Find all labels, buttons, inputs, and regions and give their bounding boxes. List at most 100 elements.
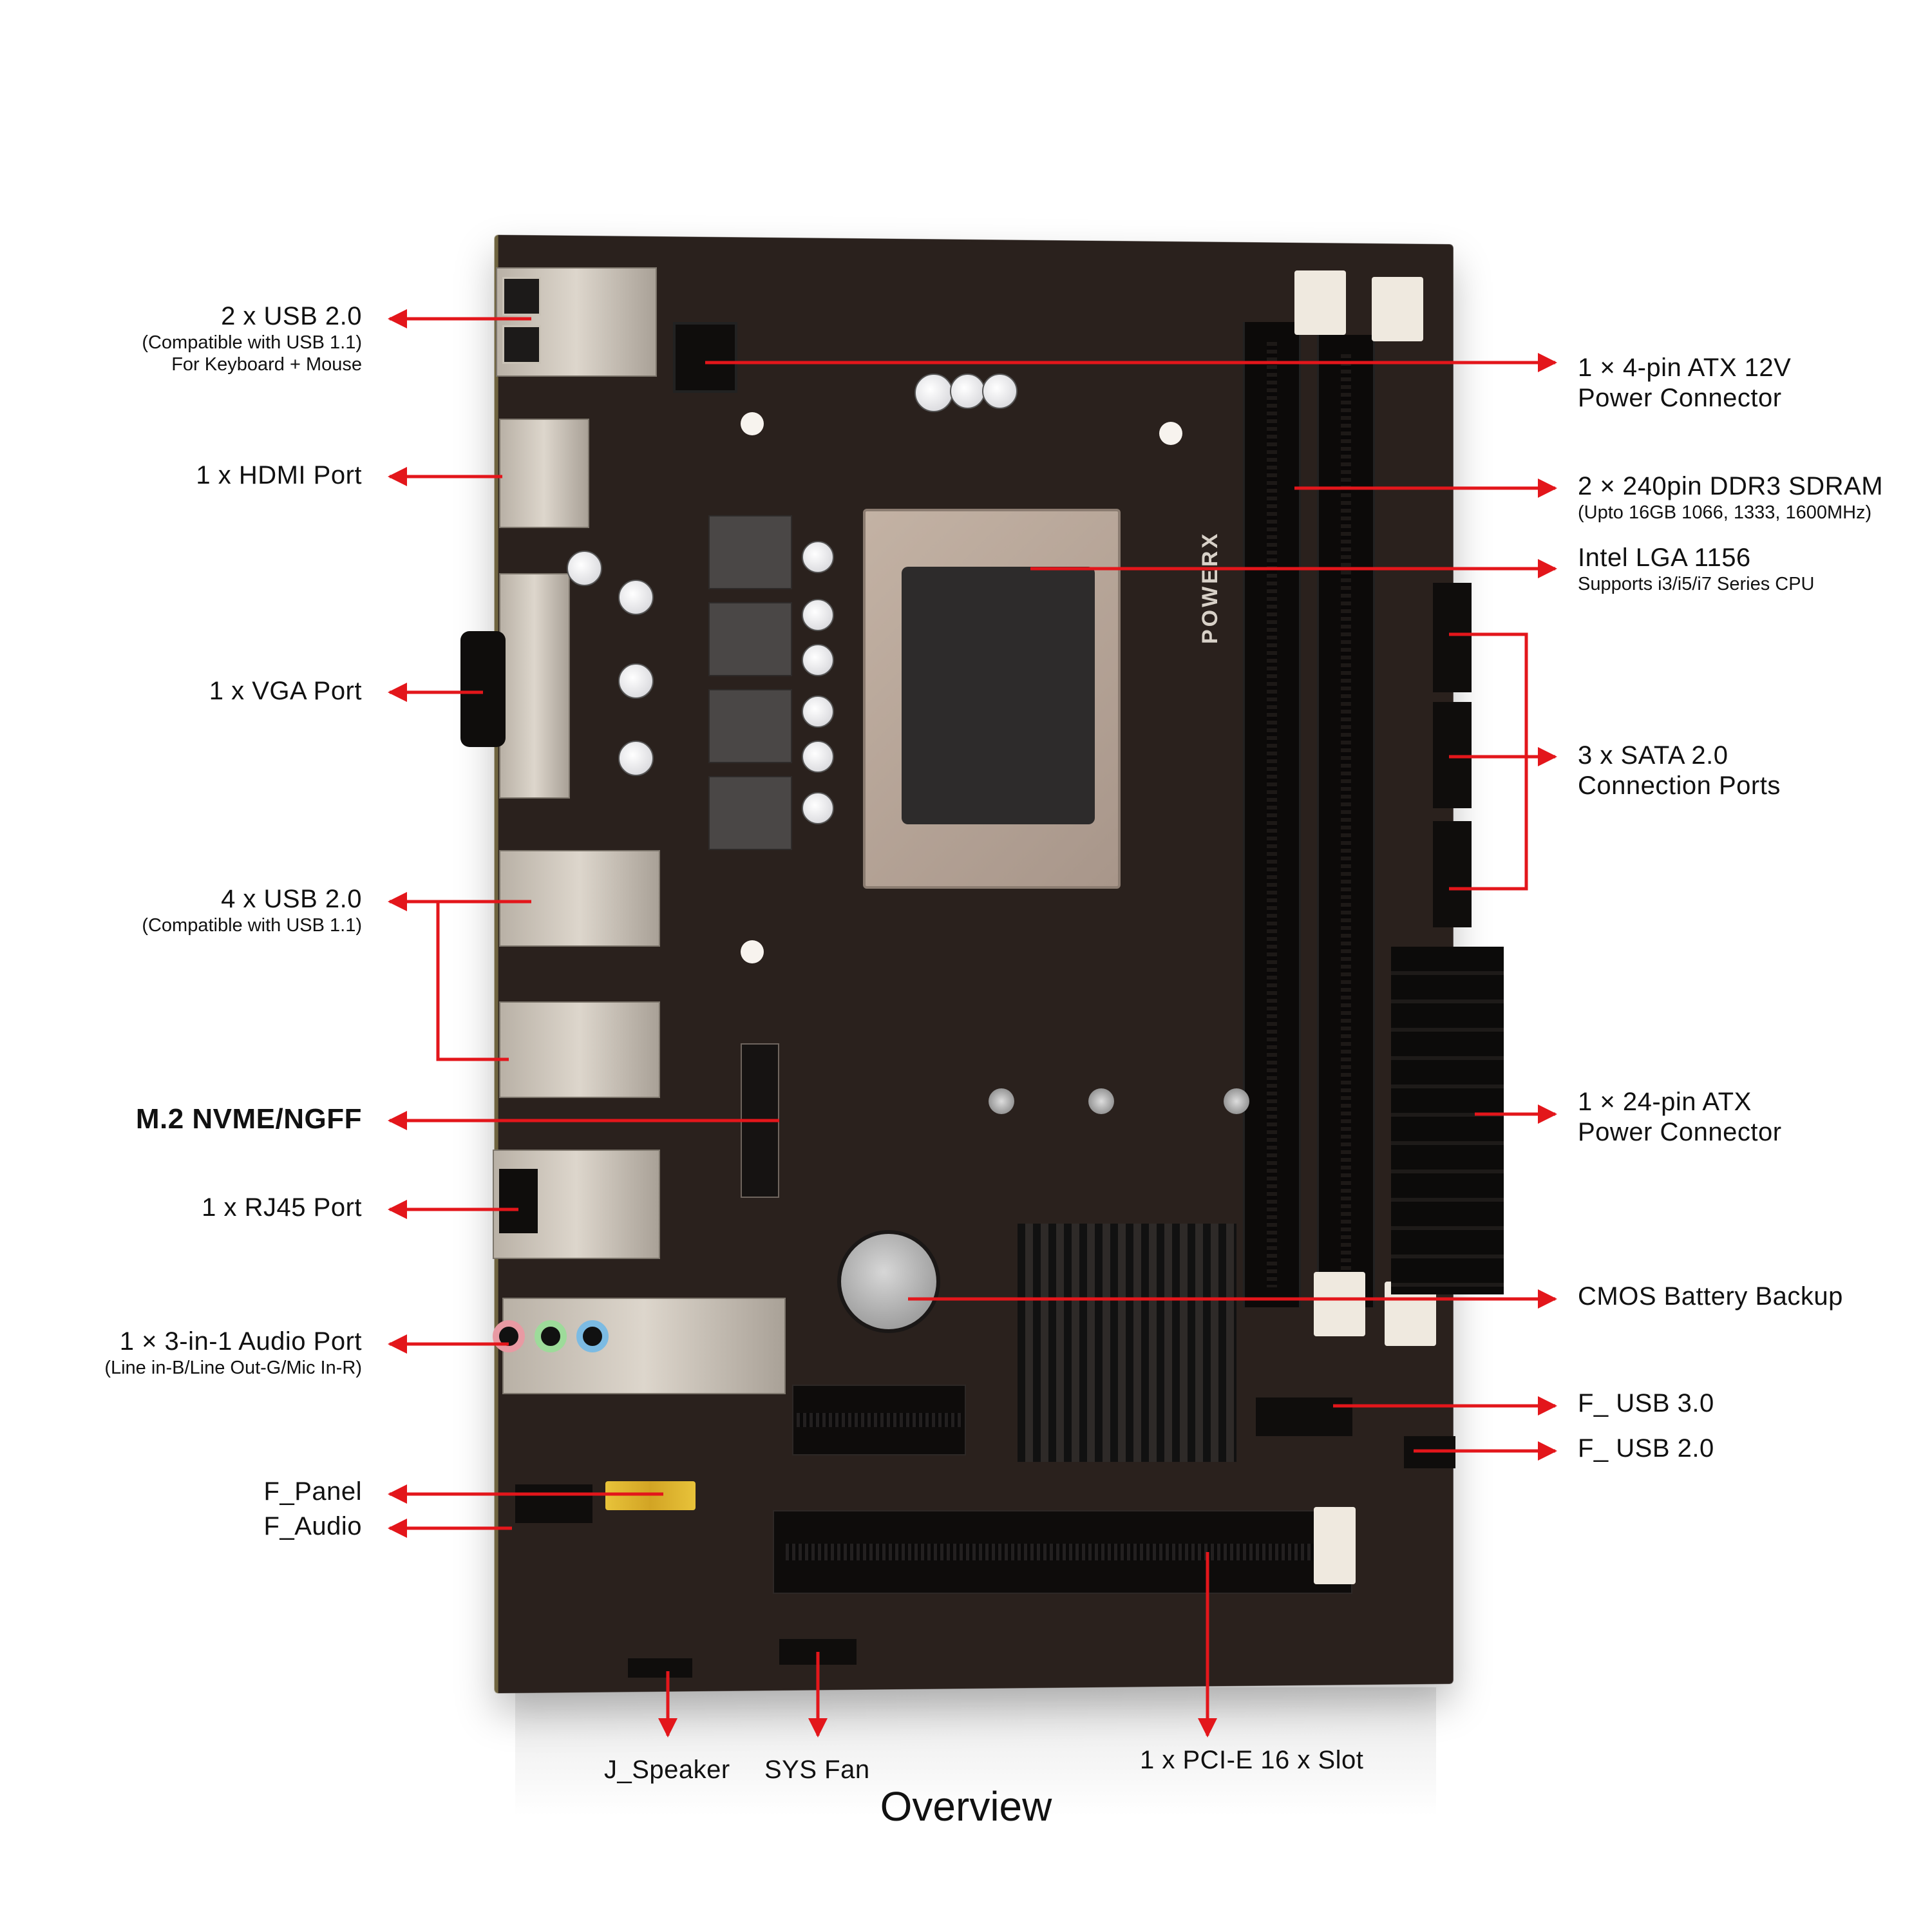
callout-subtitle: Supports i3/i5/i7 Series CPU	[1578, 573, 1815, 595]
pcie-x16-slot	[773, 1510, 1352, 1594]
capacitor	[802, 696, 834, 728]
rj45-socket	[499, 1169, 538, 1233]
capacitor	[802, 741, 834, 773]
vrm-choke	[708, 689, 792, 763]
sys-fan-header	[779, 1639, 857, 1665]
vrm-choke	[708, 515, 792, 589]
callout-sata: 3 x SATA 2.0 Connection Ports	[1578, 741, 1781, 801]
dimm-latch	[1372, 277, 1423, 341]
m2-slot	[741, 1043, 779, 1198]
callout-title: 1 x RJ45 Port	[202, 1193, 362, 1223]
callout-title: 1 × 3-in-1 Audio Port	[104, 1327, 362, 1357]
sata-port-1	[1433, 583, 1472, 692]
callout-hdmi: 1 x HDMI Port	[196, 460, 362, 491]
callout-j-speaker: J_Speaker	[604, 1755, 730, 1785]
m2-standoff	[1224, 1088, 1249, 1114]
capacitor	[618, 741, 654, 776]
brand-logo: POWERX	[1198, 531, 1223, 644]
callout-ddr3: 2 × 240pin DDR3 SDRAM (Upto 16GB 1066, 1…	[1578, 471, 1883, 524]
hdmi-port-connector	[499, 419, 589, 528]
callout-usb-ps2: 2 x USB 2.0 (Compatible with USB 1.1) Fo…	[142, 301, 362, 376]
dimm-latch	[1314, 1272, 1365, 1336]
sata-port-3	[1433, 821, 1472, 927]
mounting-hole	[741, 940, 764, 963]
callout-title: Intel LGA 1156	[1578, 543, 1815, 573]
chipset-heatsink	[1018, 1224, 1236, 1462]
capacitor	[802, 644, 834, 676]
vrm-choke	[708, 776, 792, 850]
capacitor	[567, 551, 602, 586]
atx-12v-4pin-connector	[673, 322, 737, 393]
callout-subtitle: For Keyboard + Mouse	[142, 354, 362, 375]
usb-port-stack-1	[499, 850, 660, 947]
callout-title: 1 × 4-pin ATX 12V	[1578, 353, 1791, 383]
callout-title: F_ USB 3.0	[1578, 1388, 1714, 1419]
usb-port	[502, 325, 541, 364]
m2-standoff	[1088, 1088, 1114, 1114]
callout-subtitle: (Compatible with USB 1.1)	[142, 914, 362, 936]
capacitor	[802, 599, 834, 631]
callout-vga: 1 x VGA Port	[209, 676, 362, 706]
callout-subtitle: (Compatible with USB 1.1)	[142, 332, 362, 354]
callout-title: J_Speaker	[604, 1755, 730, 1785]
callout-title: F_Audio	[264, 1511, 362, 1542]
callout-f-usb3: F_ USB 3.0	[1578, 1388, 1714, 1419]
front-usb3-header	[1256, 1397, 1352, 1436]
cpu-socket-cover	[902, 567, 1095, 824]
usb-port-stack-2	[499, 1001, 660, 1098]
audio-jack-green	[535, 1320, 567, 1352]
callout-title: 1 x HDMI Port	[196, 460, 362, 491]
cmos-battery	[837, 1230, 940, 1333]
callout-f-panel: F_Panel	[264, 1477, 362, 1507]
callout-title: M.2 NVME/NGFF	[136, 1103, 362, 1136]
vrm-choke	[708, 602, 792, 676]
pcie-latch	[1314, 1507, 1356, 1584]
vga-port-connector	[499, 573, 570, 799]
m2-standoff	[989, 1088, 1014, 1114]
vga-pins	[460, 631, 506, 747]
callout-title: F_Panel	[264, 1477, 362, 1507]
callout-title: 3 x SATA 2.0	[1578, 741, 1781, 771]
callout-title: 1 × 24-pin ATX	[1578, 1087, 1782, 1117]
callout-title: CMOS Battery Backup	[1578, 1282, 1843, 1312]
callout-title: 2 x USB 2.0	[142, 301, 362, 332]
callout-title: 1 x VGA Port	[209, 676, 362, 706]
callout-title: 4 x USB 2.0	[142, 884, 362, 914]
mounting-hole	[741, 412, 764, 435]
callout-m2: M.2 NVME/NGFF	[136, 1103, 362, 1136]
callout-atx12v: 1 × 4-pin ATX 12V Power Connector	[1578, 353, 1791, 413]
callout-cmos: CMOS Battery Backup	[1578, 1282, 1843, 1312]
front-audio-header	[515, 1484, 592, 1523]
callout-subtitle: (Upto 16GB 1066, 1333, 1600MHz)	[1578, 502, 1883, 524]
front-panel-header	[605, 1481, 696, 1510]
motherboard-image	[495, 235, 1454, 1694]
ddr3-dimm-slot-1	[1243, 322, 1301, 1307]
speaker-header	[628, 1658, 692, 1678]
callout-atx24: 1 × 24-pin ATX Power Connector	[1578, 1087, 1782, 1148]
callout-subtitle: Connection Ports	[1578, 771, 1781, 801]
capacitor	[802, 541, 834, 573]
capacitor	[618, 663, 654, 699]
callout-subtitle: Power Connector	[1578, 1117, 1782, 1148]
callout-f-audio: F_Audio	[264, 1511, 362, 1542]
mounting-hole	[1159, 422, 1182, 445]
audio-jack-blue	[576, 1320, 609, 1352]
front-usb2-header	[1404, 1436, 1455, 1468]
capacitor	[914, 374, 953, 412]
callout-title: F_ USB 2.0	[1578, 1434, 1714, 1464]
callout-subtitle: (Line in-B/Line Out-G/Mic In-R)	[104, 1357, 362, 1379]
capacitor	[982, 374, 1018, 409]
callout-title: 2 × 240pin DDR3 SDRAM	[1578, 471, 1883, 502]
callout-usb-rear: 4 x USB 2.0 (Compatible with USB 1.1)	[142, 884, 362, 936]
callout-title: SYS Fan	[764, 1755, 870, 1785]
audio-jack-pink	[493, 1320, 525, 1352]
capacitor	[802, 792, 834, 824]
callout-pcie16: 1 x PCI-E 16 x Slot	[1140, 1745, 1363, 1776]
dimm-latch	[1294, 270, 1346, 335]
callout-title: 1 x PCI-E 16 x Slot	[1140, 1745, 1363, 1776]
capacitor	[618, 580, 654, 615]
callout-f-usb2: F_ USB 2.0	[1578, 1434, 1714, 1464]
page-title: Overview	[0, 1783, 1932, 1830]
usb-port	[502, 277, 541, 316]
callout-cpu: Intel LGA 1156 Supports i3/i5/i7 Series …	[1578, 543, 1815, 595]
